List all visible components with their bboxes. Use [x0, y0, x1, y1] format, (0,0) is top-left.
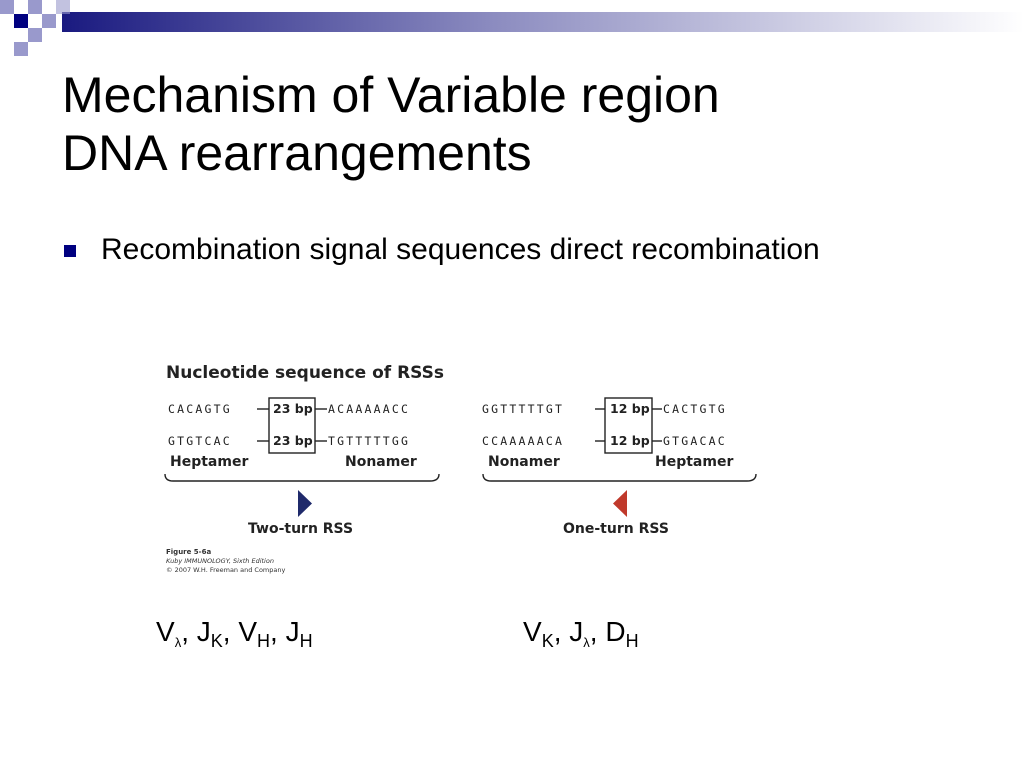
two-turn-caption: Two-turn RSS — [248, 521, 353, 537]
one-turn-segments-label: VK, Jλ, DH — [523, 612, 639, 652]
one-turn-triangle-icon — [613, 490, 627, 517]
one-turn-bottom-nonamer: CCAAAAACA — [482, 434, 564, 448]
segment-v-kappa: VK, — [523, 616, 570, 651]
two-turn-segments-label: Vλ, JK, VH, JH — [156, 612, 313, 652]
one-turn-top-nonamer: GGTTTTTGT — [482, 402, 564, 416]
segment-j-heavy: JH — [285, 616, 313, 651]
bullet-item: Recombination signal sequences direct re… — [64, 228, 820, 272]
two-turn-nonamer-label: Nonamer — [345, 454, 417, 470]
segment-v-lambda: Vλ, — [156, 616, 197, 650]
two-turn-bottom-nonamer: TGTTTTTGG — [328, 434, 410, 448]
slide-title-line-2: DNA rearrangements — [62, 125, 532, 181]
figure-heading: Nucleotide sequence of RSSs — [166, 363, 444, 383]
segment-v-heavy: VH, — [238, 616, 286, 651]
two-turn-top-heptamer: CACAGTG — [168, 402, 232, 416]
two-turn-bottom-heptamer: GTGTCAC — [168, 434, 232, 448]
rss-figure: Nucleotide sequence of RSSs CACAGTG 23 b… — [155, 350, 775, 585]
title-bar-decoration — [0, 0, 1024, 56]
two-turn-bottom-spacer: 23 bp — [273, 433, 313, 448]
one-turn-rss-group: GGTTTTTGT 12 bp CACTGTG CCAAAAACA 12 bp … — [482, 397, 757, 537]
figure-credit-line-3: © 2007 W.H. Freeman and Company — [166, 566, 285, 574]
segment-j-lambda: Jλ, — [569, 616, 606, 650]
bullet-text: Recombination signal sequences direct re… — [101, 233, 820, 266]
slide-title: Mechanism of Variable region DNA rearran… — [62, 66, 720, 182]
one-turn-top-heptamer: CACTGTG — [663, 402, 727, 416]
two-turn-heptamer-label: Heptamer — [170, 454, 248, 470]
one-turn-heptamer-label: Heptamer — [655, 454, 733, 470]
one-turn-nonamer-label: Nonamer — [488, 454, 560, 470]
two-turn-rss-group: CACAGTG 23 bp ACAAAAACC GTGTCAC 23 bp TG… — [164, 397, 440, 537]
figure-credit-line-1: Figure 5-6a — [166, 548, 211, 556]
two-turn-triangle-icon — [298, 490, 312, 517]
one-turn-caption: One-turn RSS — [563, 521, 669, 537]
figure-credit-line-2: Kuby IMMUNOLOGY, Sixth Edition — [166, 557, 274, 565]
one-turn-bottom-heptamer: GTGACAC — [663, 434, 727, 448]
bullet-square-icon — [64, 245, 76, 257]
one-turn-bottom-spacer: 12 bp — [610, 433, 650, 448]
segment-d-heavy: DH — [605, 616, 639, 651]
two-turn-top-nonamer: ACAAAAACC — [328, 402, 410, 416]
two-turn-top-spacer: 23 bp — [273, 401, 313, 416]
slide-title-line-1: Mechanism of Variable region — [62, 67, 720, 123]
segment-j-kappa: JK, — [196, 616, 239, 651]
one-turn-top-spacer: 12 bp — [610, 401, 650, 416]
